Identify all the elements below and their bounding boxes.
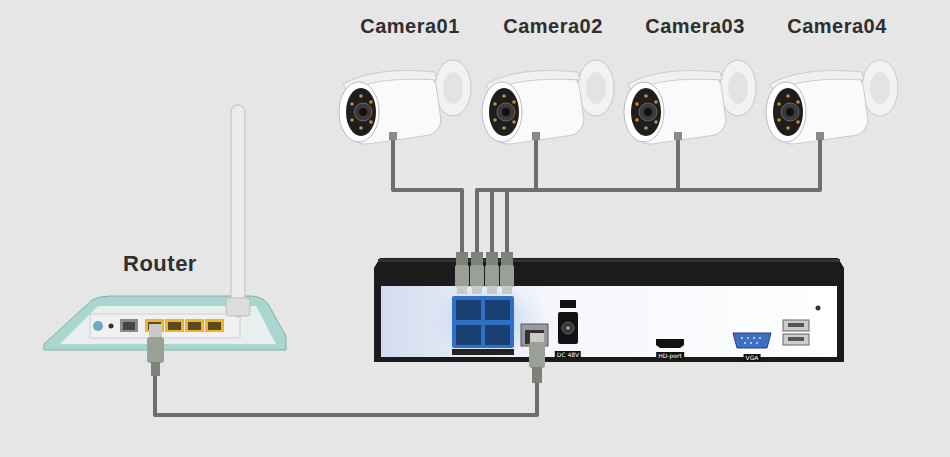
cable-connector xyxy=(155,350,537,415)
router-illustration xyxy=(44,105,286,350)
nvr-illustration xyxy=(374,258,844,362)
router-node: Router xyxy=(40,245,280,350)
port-label: HD-port xyxy=(656,352,684,359)
rj45-plug xyxy=(147,252,545,383)
device-label: Router xyxy=(40,245,280,277)
port-label: DC 48V xyxy=(555,351,581,358)
cable-connector xyxy=(507,140,820,258)
cable-connector xyxy=(492,140,678,258)
port-label: VGA xyxy=(744,354,761,361)
device-label: Camera02 xyxy=(478,8,628,38)
camera-node: Camera01 xyxy=(335,8,485,140)
cable-connector xyxy=(393,140,462,258)
device-label: Camera01 xyxy=(335,8,485,38)
device-label: Camera03 xyxy=(620,8,770,38)
device-label: Camera04 xyxy=(762,8,912,38)
camera-illustration xyxy=(339,60,898,146)
camera-node: Camera02 xyxy=(478,8,628,140)
camera-node: Camera04 xyxy=(762,8,912,140)
camera-node: Camera03 xyxy=(620,8,770,140)
nvr-node: DC 48V HD-port VGA xyxy=(375,258,843,362)
